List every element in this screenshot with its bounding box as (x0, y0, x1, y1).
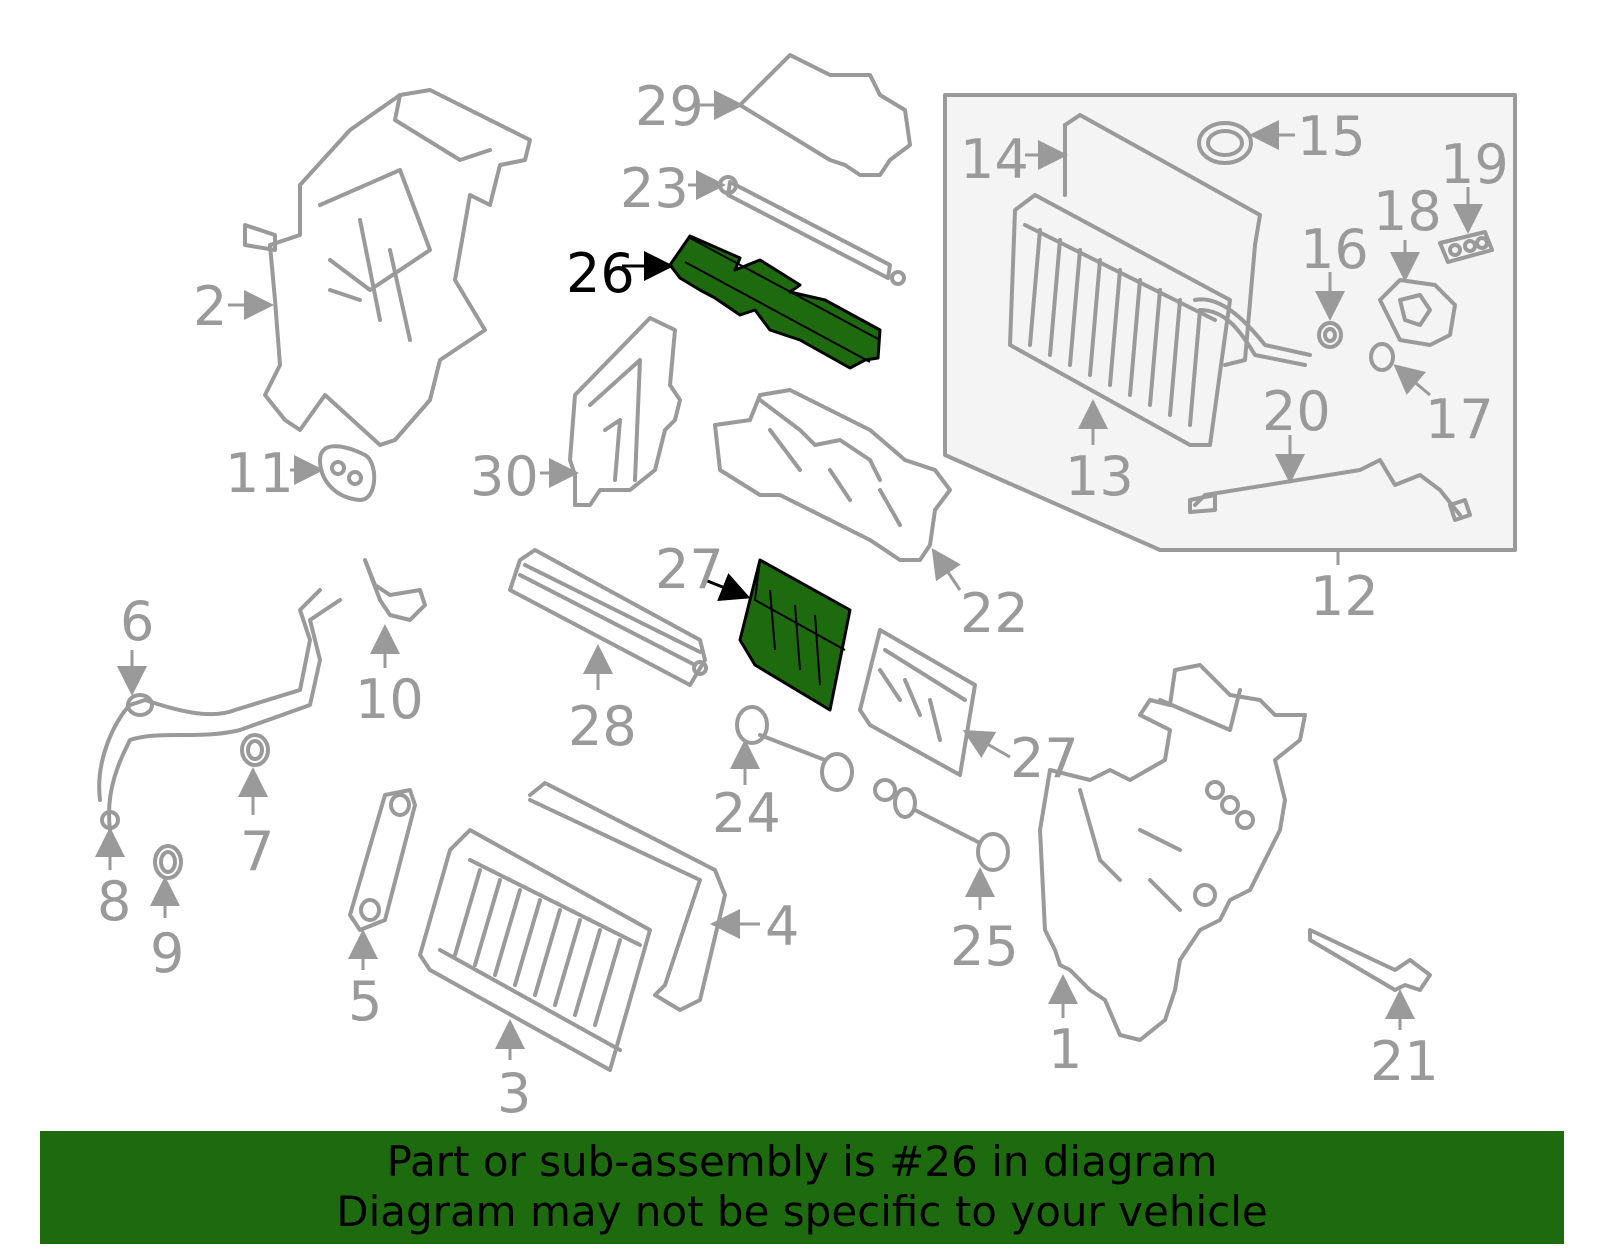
part-10-bracket (363, 558, 427, 622)
callout-3: 3 (497, 1062, 531, 1125)
part-9-o-ring (153, 844, 183, 880)
callout-labels: 1 2 3 4 5 6 7 8 9 10 11 12 13 14 15 16 1… (97, 75, 1509, 1125)
callout-27-left: 27 (655, 538, 724, 601)
part-11-seal (318, 444, 377, 502)
part-28-filter (508, 548, 708, 687)
part-16-o-ring (1317, 321, 1343, 349)
part-19-gasket (1438, 230, 1494, 264)
part-25-shaft (873, 778, 1010, 872)
callout-28: 28 (568, 695, 637, 758)
callout-24: 24 (712, 782, 781, 845)
part-17-o-ring (1369, 342, 1395, 372)
callout-29: 29 (635, 75, 704, 138)
callout-22: 22 (960, 582, 1029, 645)
callout-1: 1 (1048, 1018, 1082, 1081)
callout-25: 25 (950, 915, 1019, 978)
part-20-sensor-wire (1188, 458, 1472, 522)
callout-15: 15 (1297, 105, 1366, 168)
part-26-highlighted-bracket (668, 234, 882, 370)
callout-23: 23 (620, 157, 689, 220)
part-24-shaft (735, 705, 854, 792)
callout-16: 16 (1300, 218, 1369, 281)
banner-line-2: Diagram may not be specific to your vehi… (336, 1187, 1268, 1236)
callout-8: 8 (97, 870, 131, 933)
callout-7: 7 (240, 820, 274, 883)
part-22-housing (713, 388, 952, 562)
banner-line-1: Part or sub-assembly is #26 in diagram (386, 1137, 1218, 1186)
callout-5: 5 (348, 970, 382, 1033)
callout-4: 4 (765, 895, 799, 958)
part-13-evaporator (1008, 193, 1232, 447)
part-2-upper-case (243, 88, 532, 447)
evaporator-pipes (1193, 297, 1312, 367)
callout-26-highlighted: 26 (566, 242, 635, 305)
part-1-lower-case (1038, 663, 1307, 1042)
callout-17: 17 (1425, 388, 1494, 451)
callout-19: 19 (1440, 133, 1509, 196)
callout-13: 13 (1065, 445, 1134, 508)
callout-12: 12 (1310, 565, 1379, 628)
info-banner: Part or sub-assembly is #26 in diagram D… (40, 1131, 1564, 1244)
leader-lines (95, 90, 1483, 1060)
callout-11: 11 (225, 442, 294, 505)
callout-14: 14 (960, 128, 1029, 191)
callout-20: 20 (1262, 380, 1331, 443)
part-5-pipe (348, 788, 417, 932)
part-29-cover (738, 53, 912, 177)
part-7-o-ring (240, 733, 270, 767)
part-27-highlighted-door (738, 558, 852, 712)
part-4-frame (528, 781, 727, 1012)
callout-9: 9 (150, 922, 184, 985)
part-3-heater-core (418, 828, 652, 1072)
callout-6: 6 (120, 590, 154, 653)
part-30-panel (568, 316, 682, 507)
callout-21: 21 (1370, 1030, 1439, 1093)
callout-2: 2 (193, 275, 227, 338)
part-27-door (858, 628, 977, 777)
callout-18: 18 (1373, 180, 1442, 243)
callout-30: 30 (470, 445, 539, 508)
callout-10: 10 (355, 668, 424, 731)
part-21-clip (1308, 928, 1432, 992)
callout-27-right: 27 (1010, 727, 1079, 790)
